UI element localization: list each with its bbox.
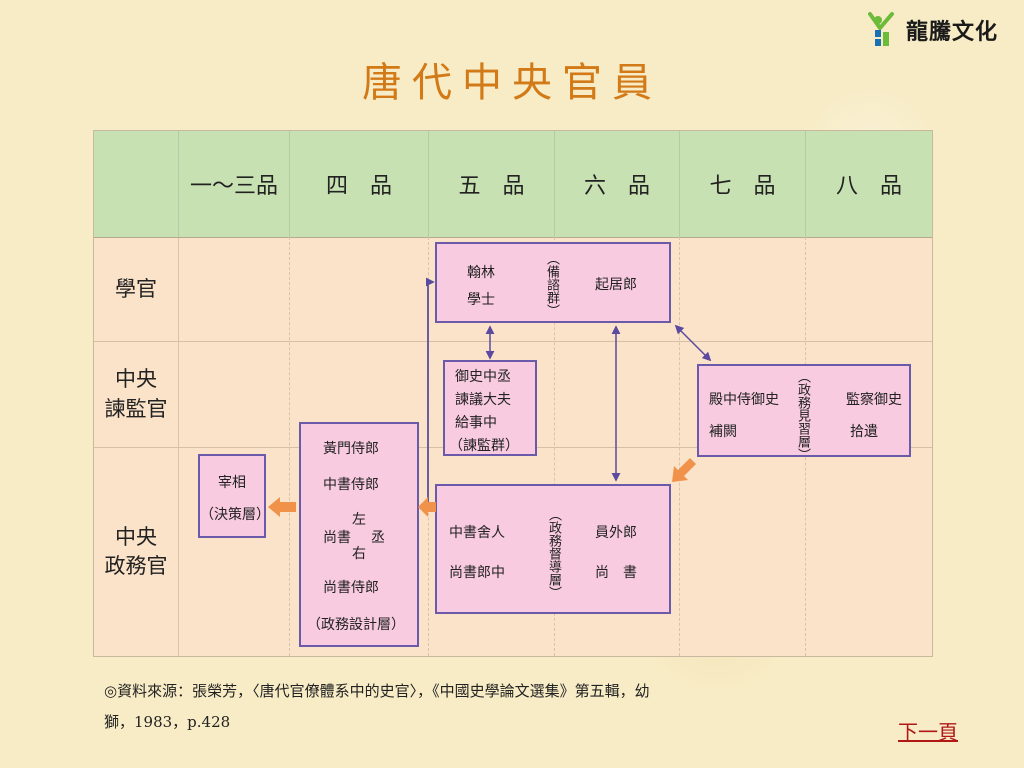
column-header: 七 品 (680, 131, 806, 237)
box-censorate-group: 御史中丞 諫議大夫 給事中 （諫監群） (443, 360, 537, 456)
box-text: （諫監群） (449, 438, 519, 454)
box-text: 尚書 (323, 530, 351, 546)
source-footnote: ◎資料來源：張榮芳，〈唐代官僚體系中的史官〉，《中國史學論文選集》第五輯，幼 獅… (104, 676, 924, 738)
column-header: 八 品 (835, 174, 902, 199)
row-label-text: 諫監官 (104, 396, 168, 421)
box-text: 殿中侍御史 (709, 392, 779, 408)
box-text: 員外郎 (595, 525, 637, 541)
box-text: 給事中 (455, 415, 497, 431)
box-text: 左 (352, 512, 366, 528)
row-divider (94, 341, 932, 342)
box-text: 中書舍人 (449, 525, 505, 541)
column-header: 一～三品 (179, 131, 290, 237)
column-divider (679, 237, 680, 656)
box-text: 丞 (371, 530, 385, 546)
footnote-line: 獅，1983，p.428 (104, 713, 231, 731)
box-text: 監察御史 (846, 392, 902, 408)
column-header: 五 品 (429, 131, 555, 237)
box-vertical-text: （政務見習層） (795, 370, 810, 461)
box-supervision-layer: 中書舍人 尚書郎中 （政務督導層） 員外郎 尚 書 (435, 484, 671, 614)
header-row: 一～三品 四 品 五 品 六 品 七 品 八 品 (94, 131, 932, 238)
box-text: 補闕 (709, 424, 737, 440)
box-text: 翰林 (467, 265, 495, 281)
box-text: （決策層） (200, 507, 270, 523)
box-text: 宰相 (218, 475, 246, 491)
logo-mark-icon (868, 12, 894, 46)
box-text: 右 (352, 546, 366, 562)
column-header: 四 品 (290, 131, 429, 237)
box-text: 中書侍郎 (323, 477, 379, 493)
header-corner (94, 131, 179, 237)
row-label-text: 學官 (115, 276, 157, 301)
column-divider (554, 237, 555, 656)
next-page-link[interactable]: 下一頁 (898, 720, 958, 744)
logo-text: 龍騰文化 (906, 20, 999, 45)
box-text: （政務設計層） (307, 617, 405, 633)
box-vertical-text: （政務督導層） (546, 508, 561, 599)
box-text: 拾遺 (850, 424, 878, 440)
box-text: 尚書郎中 (449, 565, 505, 581)
row-label-text: 中央 (115, 367, 157, 392)
box-text: 起居郎 (595, 277, 637, 293)
footnote-line: ◎資料來源：張榮芳，〈唐代官僚體系中的史官〉，《中國史學論文選集》第五輯，幼 (104, 682, 650, 700)
column-divider (289, 237, 290, 656)
box-text: 黃門侍郎 (323, 441, 379, 457)
logo: 龍騰文化 (866, 8, 1016, 52)
box-text: 尚 書 (595, 565, 637, 581)
box-text: 學士 (467, 292, 495, 308)
box-text: 尚書侍郎 (323, 580, 379, 596)
box-policy-design-layer: 黃門侍郎 中書侍郎 左 尚書 丞 右 尚書侍郎 （政務設計層） (299, 422, 419, 647)
box-decision-layer: 宰相 （決策層） (198, 454, 270, 538)
page-title: 唐代中央官員 (362, 60, 662, 106)
column-header: 六 品 (555, 131, 680, 237)
box-advisory-group: 翰林 學士 （備諮群） 起居郎 (435, 242, 671, 323)
box-text: 御史中丞 (455, 369, 511, 385)
row-label-jianjian: 中央 諫監官 (94, 342, 179, 447)
row-label-text: 中央 (115, 524, 157, 549)
box-text: 諫議大夫 (455, 392, 511, 408)
row-label-xueguan: 學官 (94, 238, 179, 341)
box-trainee-layer: 殿中侍御史 補闕 （政務見習層） 監察御史 拾遺 (697, 364, 911, 461)
row-label-text: 政務官 (104, 554, 168, 578)
box-vertical-text: （備諮群） (544, 252, 559, 317)
row-label-zhengwu: 中央 政務官 (94, 448, 179, 656)
